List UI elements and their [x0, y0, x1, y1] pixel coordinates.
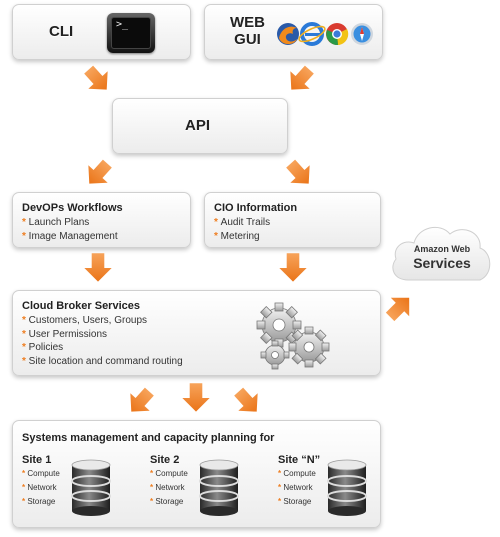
- site-2-name: Site 2: [150, 454, 180, 466]
- cio-title: CIO Information: [214, 202, 298, 214]
- list-item: User Permissions: [22, 328, 183, 342]
- arrow-broker-to-site1: [121, 382, 160, 421]
- devops-box: DevOPs Workflows Launch Plans Image Mana…: [12, 192, 191, 248]
- arrow-api-to-devops: [79, 154, 118, 193]
- site-n-list: Compute Network Storage: [278, 467, 316, 509]
- webgui-label-line2: GUI: [234, 31, 261, 48]
- database-icon: [326, 459, 368, 522]
- webgui-label-line1: WEB: [230, 14, 265, 31]
- browser-icons: [277, 22, 373, 46]
- list-item: Storage: [150, 495, 188, 509]
- list-item: Site location and command routing: [22, 355, 183, 369]
- arrow-webgui-to-api: [281, 60, 320, 99]
- arrow-cio-to-broker: [279, 253, 307, 282]
- api-label: API: [185, 117, 211, 134]
- cli-box: CLI >_: [12, 4, 191, 60]
- database-icon: [198, 459, 240, 522]
- site-n-name: Site “N”: [278, 454, 321, 466]
- database-icon: [70, 459, 112, 522]
- systems-title: Systems management and capacity planning…: [22, 432, 275, 444]
- chrome-icon: [326, 23, 349, 46]
- devops-title: DevOPs Workflows: [22, 202, 123, 214]
- broker-title: Cloud Broker Services: [22, 300, 140, 312]
- arrow-broker-to-aws: [380, 288, 419, 327]
- cloud-icon: [392, 226, 491, 281]
- list-item: Storage: [22, 495, 60, 509]
- list-item: Compute: [150, 467, 187, 481]
- terminal-prompt: >_: [116, 19, 129, 30]
- list-item: Network: [278, 481, 316, 495]
- arrow-broker-to-siten: [228, 382, 267, 421]
- arrow-devops-to-broker: [84, 253, 112, 282]
- arrow-cli-to-api: [78, 60, 117, 99]
- list-item: Network: [150, 481, 188, 495]
- list-item: Metering: [214, 230, 270, 244]
- list-item: Launch Plans: [22, 216, 118, 230]
- aws-label-line2: Services: [413, 255, 471, 271]
- gears-icon: [256, 302, 330, 370]
- firefox-icon: [277, 23, 299, 45]
- systems-box: Systems management and capacity planning…: [12, 420, 381, 528]
- list-item: Storage: [278, 495, 316, 509]
- terminal-icon: >_: [107, 13, 155, 53]
- list-item: Compute: [278, 467, 315, 481]
- devops-list: Launch Plans Image Management: [22, 216, 118, 243]
- webgui-box: WEB GUI: [204, 4, 383, 60]
- list-item: Network: [22, 481, 60, 495]
- site-1-name: Site 1: [22, 454, 52, 466]
- site-1-list: Compute Network Storage: [22, 467, 60, 509]
- safari-icon: [351, 23, 373, 45]
- cli-label: CLI: [49, 23, 74, 40]
- list-item: Customers, Users, Groups: [22, 314, 183, 328]
- arrow-api-to-cio: [280, 154, 319, 193]
- cio-box: CIO Information Audit Trails Metering: [204, 192, 381, 248]
- aws-label-line1: Amazon Web: [413, 244, 471, 254]
- list-item: Policies: [22, 341, 183, 355]
- arrow-broker-to-site2: [182, 383, 210, 412]
- broker-box: Cloud Broker Services Customers, Users, …: [12, 290, 381, 376]
- cio-list: Audit Trails Metering: [214, 216, 270, 243]
- site-2-list: Compute Network Storage: [150, 467, 188, 509]
- list-item: Compute: [22, 467, 59, 481]
- webgui-label: WEB GUI: [230, 14, 265, 48]
- list-item: Audit Trails: [214, 216, 270, 230]
- internet-explorer-icon: [298, 22, 326, 46]
- api-box: API: [112, 98, 288, 154]
- aws-label: Amazon Web Services: [392, 244, 492, 271]
- list-item: Image Management: [22, 230, 118, 244]
- broker-list: Customers, Users, Groups User Permission…: [22, 314, 183, 368]
